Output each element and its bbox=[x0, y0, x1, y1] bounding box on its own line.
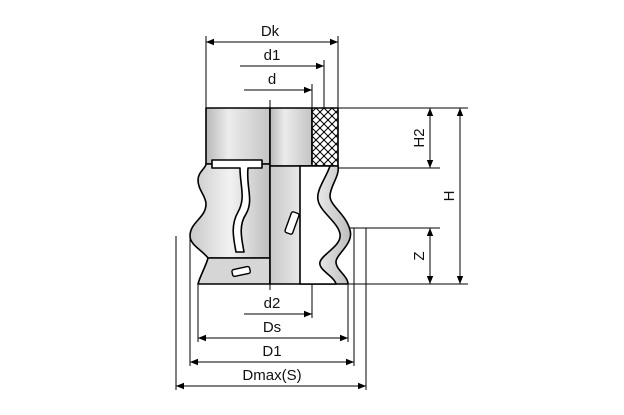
label-d2: d2 bbox=[264, 295, 281, 312]
insert-section bbox=[269, 107, 313, 167]
cup-body-section bbox=[269, 100, 352, 292]
lip-slot bbox=[231, 265, 251, 278]
label-d: d bbox=[268, 71, 276, 88]
section-slot bbox=[284, 211, 300, 235]
vacuum-channel bbox=[211, 159, 263, 253]
fitting-block bbox=[205, 107, 271, 165]
dimension-labels: Dk d1 d H2 H Z d2 Ds D1 Dmax(S) bbox=[242, 23, 458, 384]
label-h2: H2 bbox=[411, 128, 428, 147]
label-z: Z bbox=[411, 251, 428, 260]
cup-body-exterior bbox=[189, 107, 271, 285]
label-dmax: Dmax(S) bbox=[242, 367, 301, 384]
bellows-exterior bbox=[189, 163, 271, 259]
label-ds: Ds bbox=[263, 319, 281, 336]
label-dk: Dk bbox=[261, 23, 280, 40]
label-d1: d1 bbox=[264, 47, 281, 64]
inner-cavity bbox=[299, 165, 341, 285]
thread-hatch bbox=[311, 107, 339, 167]
dimension-lines bbox=[175, 36, 468, 390]
label-h: H bbox=[441, 191, 458, 202]
label-D1: D1 bbox=[262, 343, 281, 360]
